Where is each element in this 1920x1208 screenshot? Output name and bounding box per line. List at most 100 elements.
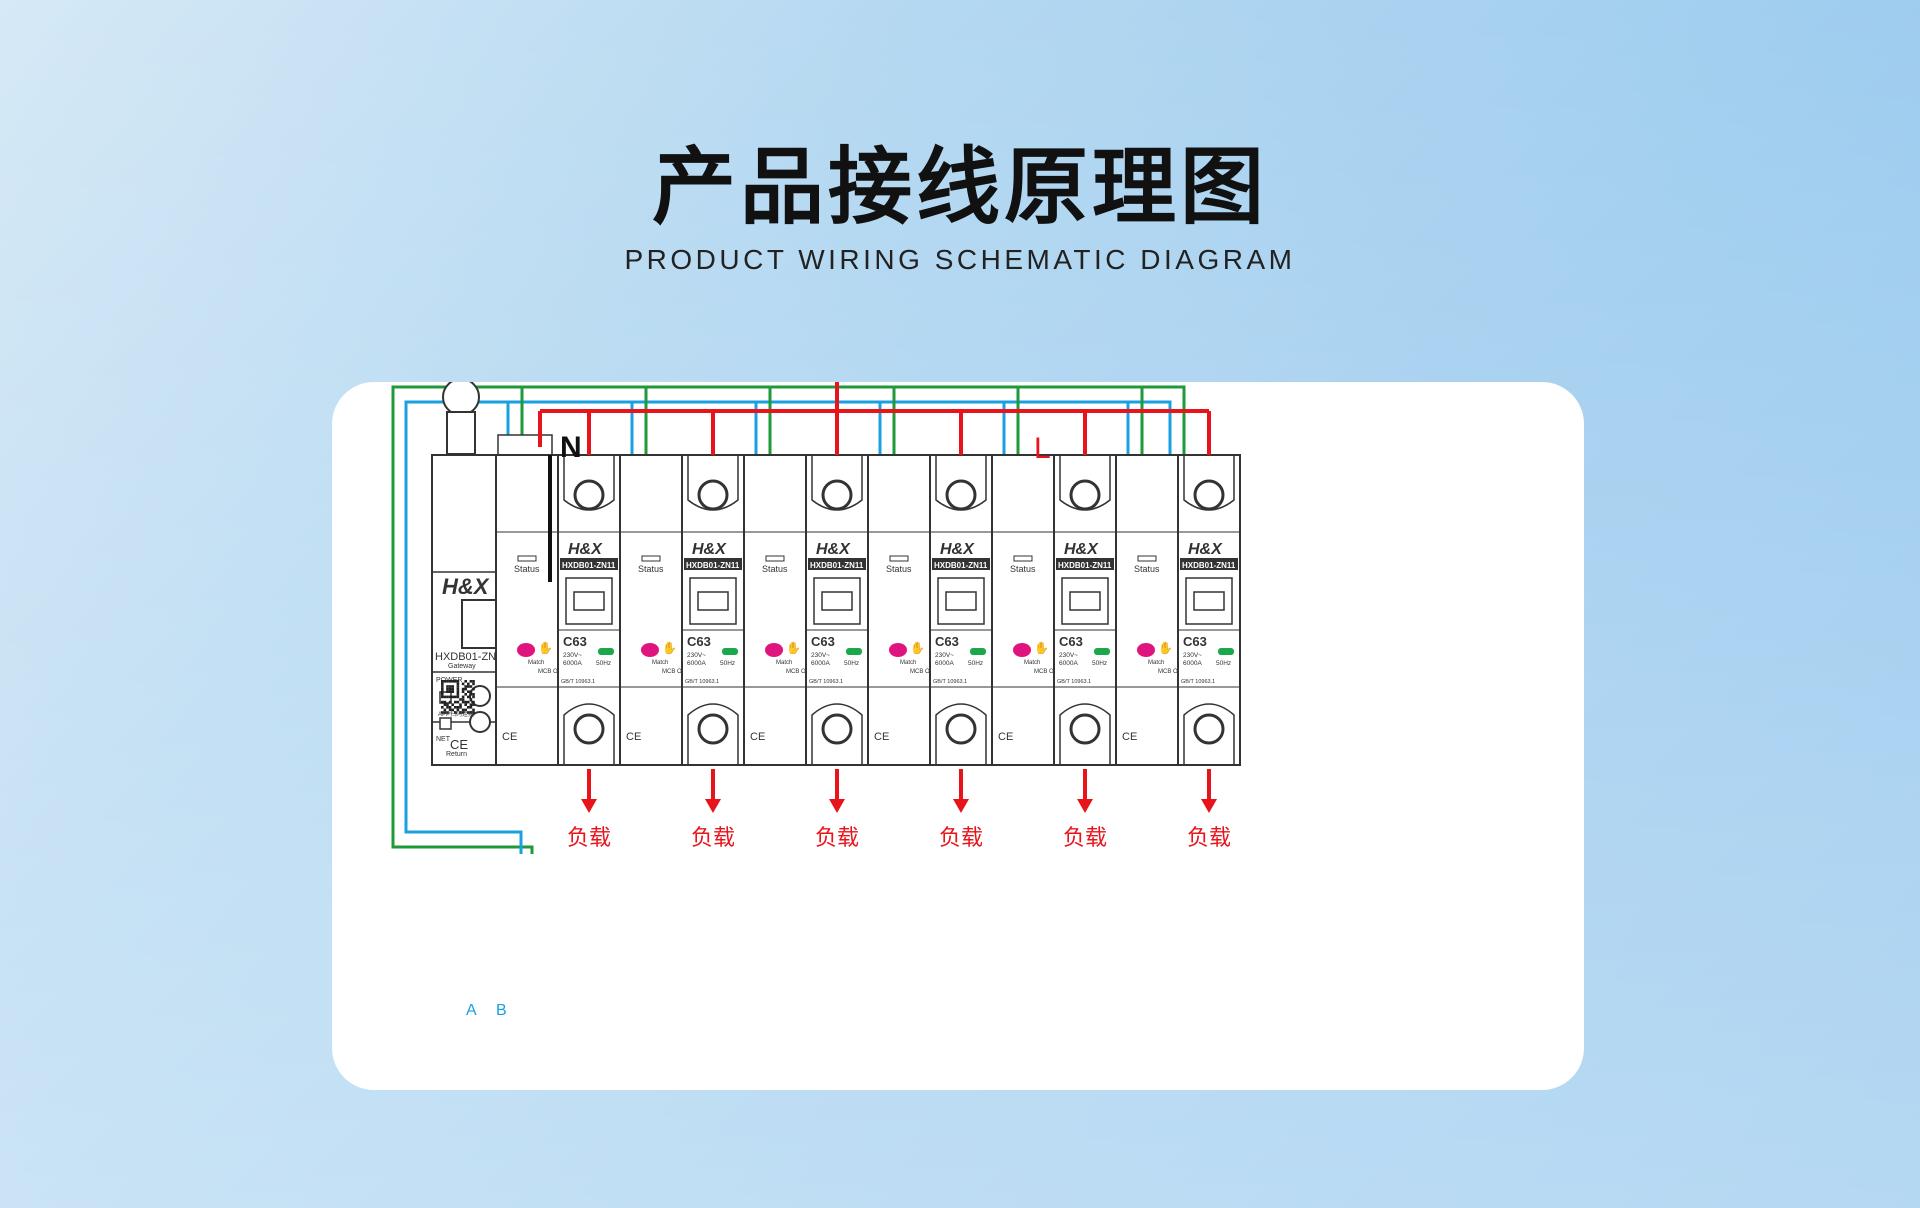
- breaker-rating: C63: [935, 634, 959, 649]
- status-module-cert: CE: [1122, 731, 1137, 743]
- match-indicator: [889, 643, 907, 657]
- breaker-standard: GB/T 10963.1: [1181, 679, 1215, 685]
- breaker-model: HXDB01-ZN11: [1058, 561, 1112, 570]
- match-label: Match: [1024, 660, 1040, 666]
- breaker-bottom-terminal: [687, 703, 739, 765]
- load-label: 负载: [1187, 825, 1231, 850]
- breaker-top-screw: [945, 479, 977, 511]
- gateway-net-label: NET: [436, 736, 451, 743]
- wiring-diagram: NL135~285V~50/60HzH&XHXDB01-ZN11Gateway4…: [391, 382, 1241, 1019]
- breaker-frequency: 50Hz: [844, 660, 859, 667]
- breaker-bottom-terminal: [1183, 703, 1235, 765]
- breaker-rating: C63: [687, 634, 711, 649]
- hand-icon: ✋: [662, 641, 677, 655]
- match-label: Match: [1148, 660, 1164, 666]
- status-module-body: [743, 454, 807, 766]
- breaker-brand: H&X: [692, 541, 727, 558]
- breaker-bottom-screw: [573, 713, 605, 745]
- status-module-body: [991, 454, 1055, 766]
- breaker-standard: GB/T 10963.1: [809, 679, 843, 685]
- breaker-breaking: 6000A: [1059, 660, 1078, 667]
- breaker-model-band: [560, 558, 618, 570]
- breaker-on-indicator: [598, 648, 614, 655]
- page-title: 产品接线原理图: [651, 138, 1268, 236]
- breaker-frequency: 50Hz: [1216, 660, 1231, 667]
- breaker-model: HXDB01-ZN11: [1182, 561, 1236, 570]
- gateway-brand: H&X: [442, 574, 490, 599]
- qr-code: [441, 680, 475, 714]
- mcb-on-label: MCB ON: [910, 669, 934, 675]
- status-label: Status: [638, 564, 664, 574]
- breaker-on-indicator: [1218, 648, 1234, 655]
- load-arrow-head: [1201, 799, 1217, 813]
- breaker-brand: H&X: [816, 541, 851, 558]
- hand-icon: ✋: [1034, 641, 1049, 655]
- breaker-top-screw: [1069, 479, 1101, 511]
- breaker-toggle-lever: [697, 591, 729, 611]
- breaker-bottom-screw: [697, 713, 729, 745]
- breaker-standard: GB/T 10963.1: [933, 679, 967, 685]
- status-module-body: [1115, 454, 1179, 766]
- breaker-top-screw: [821, 479, 853, 511]
- load-label: 负载: [691, 825, 735, 850]
- terminal-cover: [497, 434, 553, 456]
- breaker-model: HXDB01-ZN11: [686, 561, 740, 570]
- breaker-on-indicator: [722, 648, 738, 655]
- breaker-model-band: [1056, 558, 1114, 570]
- breaker-rating: C63: [563, 634, 587, 649]
- status-module-cert: CE: [750, 731, 765, 743]
- breaker-toggle-lever: [573, 591, 605, 611]
- antenna-body: [446, 411, 476, 455]
- hand-icon: ✋: [910, 641, 925, 655]
- breaker-top-screw: [1193, 479, 1225, 511]
- match-label: Match: [528, 660, 544, 666]
- breaker-brand: H&X: [1064, 541, 1099, 558]
- breaker-standard: GB/T 10963.1: [685, 679, 719, 685]
- status-led: [641, 555, 661, 562]
- match-indicator: [1137, 643, 1155, 657]
- breaker-breaking: 6000A: [811, 660, 830, 667]
- breaker-model-band: [932, 558, 990, 570]
- breaker-bottom-terminal: [1059, 703, 1111, 765]
- load-label: 负载: [567, 825, 611, 850]
- status-module-body: [867, 454, 931, 766]
- breaker-frequency: 50Hz: [720, 660, 735, 667]
- breaker-model-band: [808, 558, 866, 570]
- breaker-brand: H&X: [940, 541, 975, 558]
- breaker-rating: C63: [1183, 634, 1207, 649]
- mcb-on-label: MCB ON: [1158, 669, 1182, 675]
- gateway-qr-caption: APP扫码连接: [438, 710, 474, 718]
- hand-icon: ✋: [1158, 641, 1173, 655]
- breaker-on-indicator: [1094, 648, 1110, 655]
- breaker-rating: C63: [811, 634, 835, 649]
- match-label: Match: [900, 660, 916, 666]
- status-led: [1013, 555, 1033, 562]
- status-module-cert: CE: [502, 731, 517, 743]
- breaker-breaking: 6000A: [563, 660, 582, 667]
- gateway-net-led: [439, 717, 452, 730]
- breaker-frequency: 50Hz: [968, 660, 983, 667]
- gateway-button: [469, 685, 491, 707]
- status-label: Status: [886, 564, 912, 574]
- breaker-model: HXDB01-ZN11: [934, 561, 988, 570]
- breaker-bottom-screw: [1069, 713, 1101, 745]
- breaker-brand: H&X: [1188, 541, 1223, 558]
- breaker-voltage: 230V~: [1183, 652, 1202, 659]
- status-module-cert: CE: [626, 731, 641, 743]
- status-led: [889, 555, 909, 562]
- breaker-bottom-screw: [1193, 713, 1225, 745]
- rs485-a-label: A: [466, 1002, 477, 1019]
- antenna-ring: [442, 382, 480, 416]
- breaker-bottom-terminal: [811, 703, 863, 765]
- mcb-on-label: MCB ON: [662, 669, 686, 675]
- breaker-bottom-screw: [945, 713, 977, 745]
- match-indicator: [517, 643, 535, 657]
